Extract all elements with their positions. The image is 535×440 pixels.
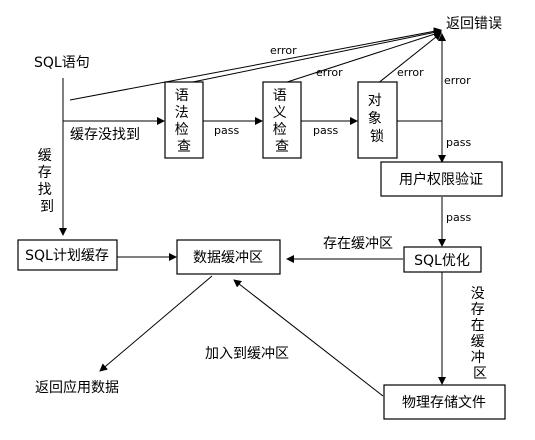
edge-error-from-sql — [69, 27, 442, 101]
semantic-check-text: 语 义 检 查 — [273, 88, 291, 155]
user-permission-node: 用户权限验证 — [380, 161, 503, 197]
error-label-2: error — [316, 66, 343, 79]
error-label-3: error — [397, 66, 424, 79]
cache-found-label: 缓 存 找 到 — [38, 148, 56, 215]
sql-optimize-node: SQL优化 — [403, 246, 482, 273]
not-in-buffer-label: 没 存 在 缓 冲 区 — [471, 286, 489, 382]
pass-label-2: pass — [313, 124, 338, 137]
syntax-check-node: 语 法 检 查 — [164, 81, 204, 159]
pass-label-4: pass — [446, 211, 471, 224]
syntax-check-text: 语 法 检 查 — [175, 88, 193, 155]
edge-buffer-to-return — [99, 275, 213, 372]
sql-plan-cache-node: SQL计划缓存 — [17, 239, 118, 271]
in-buffer-label: 存在缓冲区 — [323, 236, 393, 252]
svg-text:物理存储文件: 物理存储文件 — [402, 395, 486, 411]
cache-not-found-label: 缓存没找到 — [70, 127, 140, 143]
edge-error-from-lock — [376, 32, 442, 85]
semantic-check-node: 语 义 检 查 — [262, 81, 302, 159]
pass-label-3: pass — [446, 136, 471, 149]
sql-statement-label: SQL语句 — [34, 55, 90, 71]
return-error-label: 返回错误 — [446, 16, 502, 32]
object-lock-node: 对 象 锁 — [357, 81, 398, 159]
object-lock-text: 对 象 锁 — [368, 93, 386, 145]
svg-text:数据缓冲区: 数据缓冲区 — [193, 250, 263, 266]
add-to-buffer-label: 加入到缓冲区 — [205, 346, 289, 362]
edge-files-to-buffer — [233, 279, 384, 397]
svg-text:SQL优化: SQL优化 — [414, 253, 470, 269]
error-label-1: error — [270, 44, 297, 57]
return-app-data-label: 返回应用数据 — [35, 379, 119, 396]
edge-error-from-semantic — [280, 30, 442, 85]
physical-files-node: 物理存储文件 — [383, 384, 506, 420]
error-label-4: error — [444, 74, 471, 87]
edge-error-from-syntax — [182, 28, 442, 85]
pass-label-1: pass — [214, 124, 239, 137]
svg-text:用户权限验证: 用户权限验证 — [399, 171, 483, 188]
data-buffer-node: 数据缓冲区 — [176, 239, 281, 275]
svg-text:SQL计划缓存: SQL计划缓存 — [25, 248, 109, 264]
